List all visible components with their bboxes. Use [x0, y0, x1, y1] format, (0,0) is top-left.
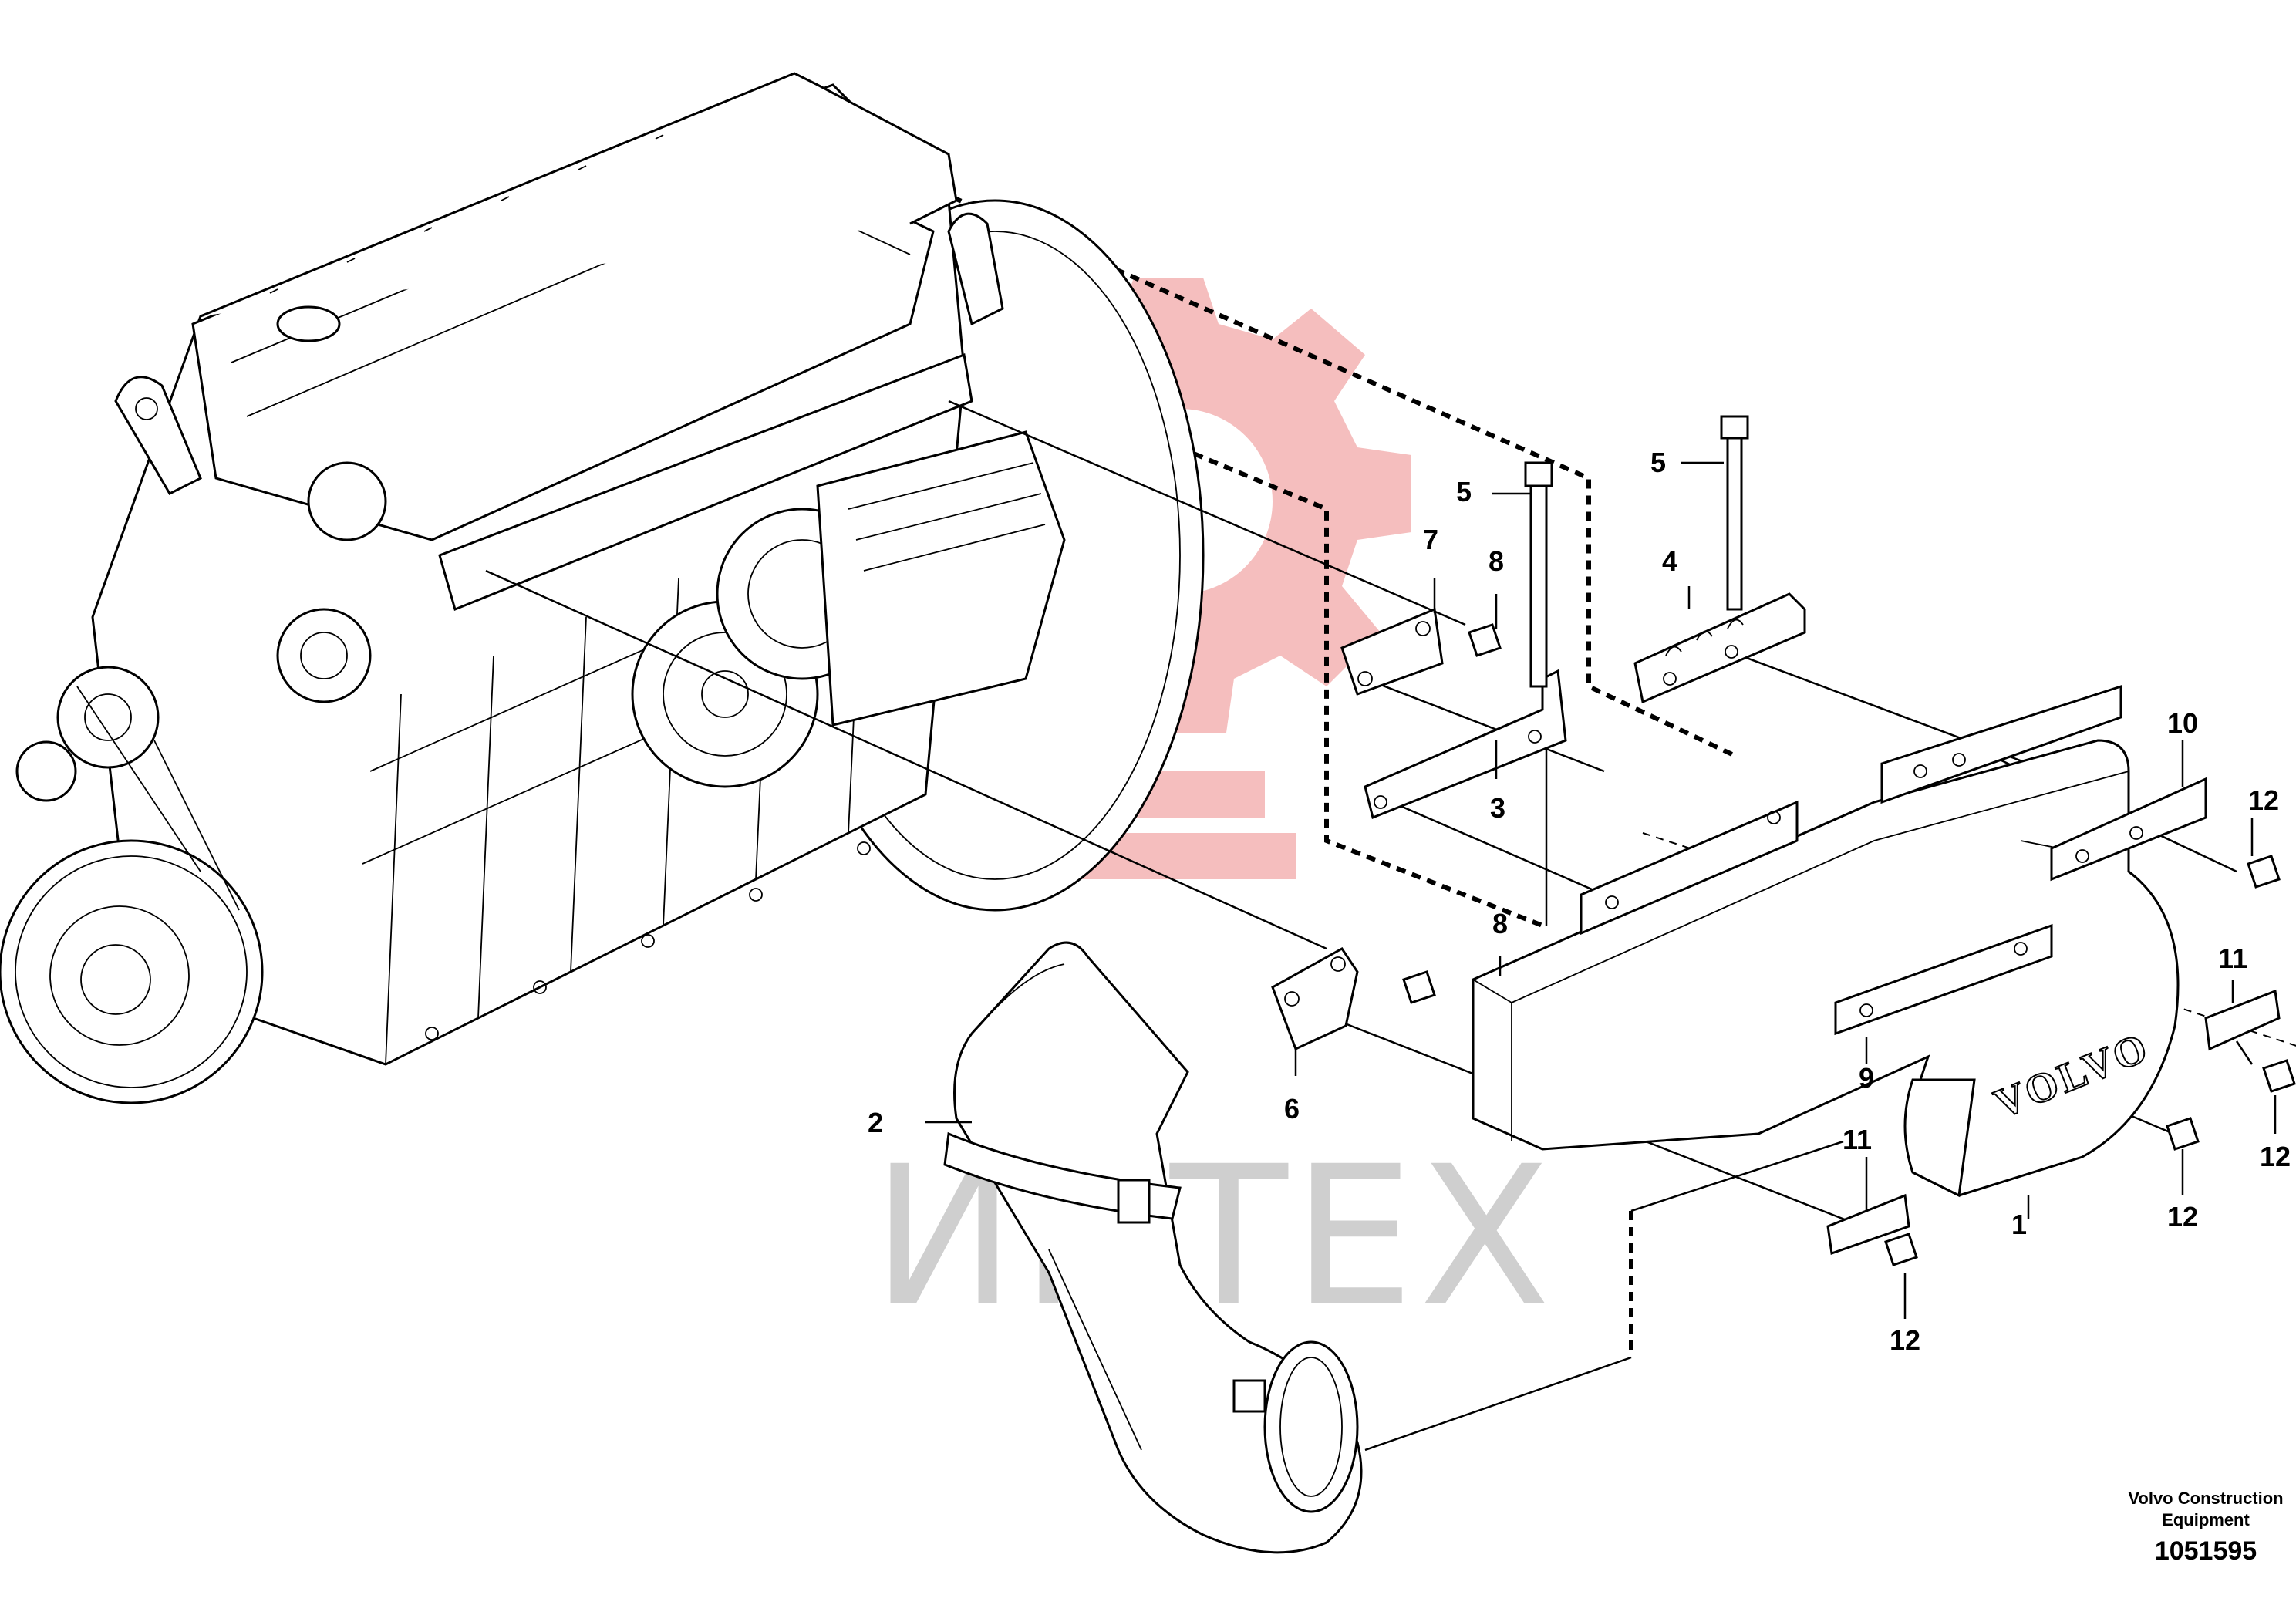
- bolt-part-5: [1524, 415, 1749, 688]
- strap-part-10: [2050, 777, 2207, 882]
- drawing-number: 1051595: [2155, 1536, 2257, 1566]
- heat-shield-part-1: VOLVO: [1472, 684, 2180, 1198]
- callout-5-right: 5: [1650, 447, 1666, 478]
- bolt-part-8: [1402, 623, 1502, 1004]
- callout-8-upper: 8: [1489, 545, 1504, 577]
- footer-company-line1: Volvo Construction: [2128, 1489, 2283, 1508]
- callout-12-right: 12: [2260, 1141, 2291, 1172]
- callout-12-bottom: 12: [1890, 1324, 1920, 1356]
- exhaust-pipe-part-2: [943, 941, 1363, 1554]
- bracket-part-3: [1364, 669, 1567, 820]
- callout-11-bottom: 11: [1843, 1124, 1872, 1155]
- callout-1: 1: [2011, 1209, 2027, 1240]
- callout-4: 4: [1662, 545, 1677, 577]
- callout-8-lower: 8: [1492, 908, 1508, 939]
- footer-company-line2: Equipment: [2162, 1510, 2250, 1529]
- callout-6: 6: [1284, 1093, 1300, 1125]
- leader-lines: [925, 461, 2277, 1319]
- callout-9: 9: [1859, 1062, 1874, 1094]
- callout-7: 7: [1423, 524, 1438, 555]
- callout-12-middle: 12: [2167, 1201, 2198, 1233]
- callout-10: 10: [2167, 707, 2198, 739]
- callout-11-right: 11: [2218, 943, 2247, 974]
- callout-12-top: 12: [2248, 784, 2279, 816]
- callout-3: 3: [1490, 792, 1505, 824]
- callout-labels: 1 2 3 4 5 5 6 7 8 8 9 10 11 11 12 12 12 …: [868, 447, 2291, 1356]
- callout-2: 2: [868, 1107, 883, 1138]
- callout-5-left: 5: [1456, 476, 1472, 508]
- clip-part-11: [1826, 989, 2281, 1256]
- bracket-part-4: [1633, 592, 1806, 704]
- strap-part-9: [1834, 923, 2053, 1036]
- screw-part-12: [1884, 855, 2296, 1266]
- bracket-part-7: [1340, 607, 1444, 696]
- bracket-part-6: [1271, 947, 1359, 1051]
- footer-block: Volvo Construction Equipment 1051595: [2128, 1489, 2283, 1566]
- engine-block: [0, 72, 1205, 1104]
